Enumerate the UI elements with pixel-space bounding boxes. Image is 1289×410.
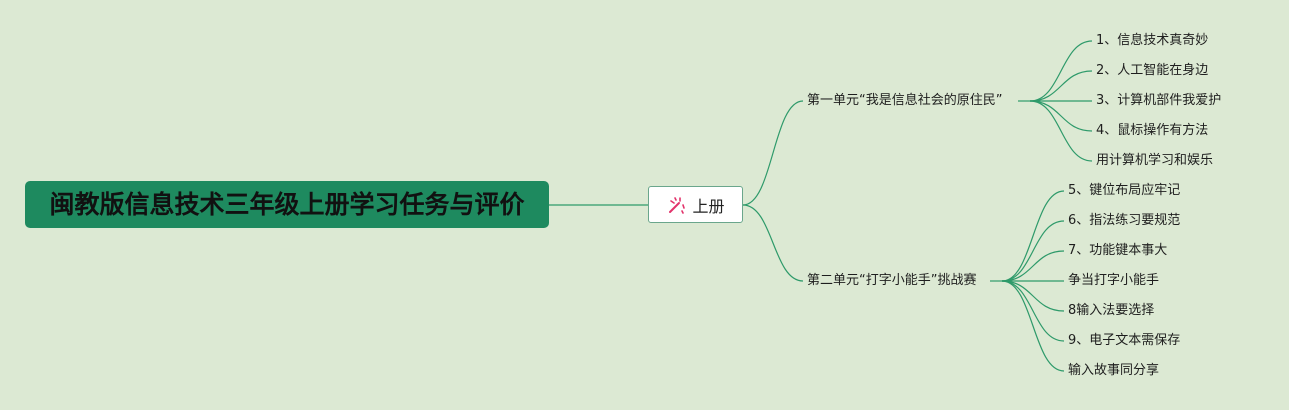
connector-curve [742,204,804,282]
connector-curve [1029,40,1093,102]
lesson-topic[interactable]: 输入故事同分享 [1068,363,1160,378]
lesson-topic[interactable]: 7、功能键本事大 [1068,243,1168,258]
unit-topic-1[interactable]: 第一单元“我是信息社会的原住民” [807,93,1003,108]
lesson-topic[interactable]: 5、键位布局应牢记 [1068,183,1181,198]
unit-topic-2[interactable]: 第二单元“打字小能手”挑战赛 [807,273,977,288]
connector-curve [742,100,804,206]
lesson-topic[interactable]: 3、计算机部件我爱护 [1096,93,1222,108]
root-topic[interactable]: 闽教版信息技术三年级上册学习任务与评价 [25,181,549,228]
magic-wand-icon [669,196,686,214]
connector-curve [1001,280,1065,372]
lesson-topic[interactable]: 2、人工智能在身边 [1096,63,1209,78]
connector-curve [1001,280,1065,342]
connector-curve [1001,220,1065,282]
lesson-topic[interactable]: 用计算机学习和娱乐 [1096,153,1214,168]
lesson-topic[interactable]: 4、鼠标操作有方法 [1096,123,1209,138]
connector-curve [1001,190,1065,282]
lesson-topic[interactable]: 争当打字小能手 [1068,273,1160,288]
volume-label: 上册 [692,196,725,216]
connector-curve [1029,70,1093,102]
connector-curve [1001,280,1065,312]
lesson-topic[interactable]: 1、信息技术真奇妙 [1096,33,1209,48]
connector-curve [1029,100,1093,162]
connector-curve [1001,250,1065,282]
connector-curve [1029,100,1093,132]
lesson-topic[interactable]: 8输入法要选择 [1068,303,1155,318]
volume-topic[interactable]: 上册 [648,186,743,223]
lesson-topic[interactable]: 6、指法练习要规范 [1068,213,1181,228]
lesson-topic[interactable]: 9、电子文本需保存 [1068,333,1181,348]
